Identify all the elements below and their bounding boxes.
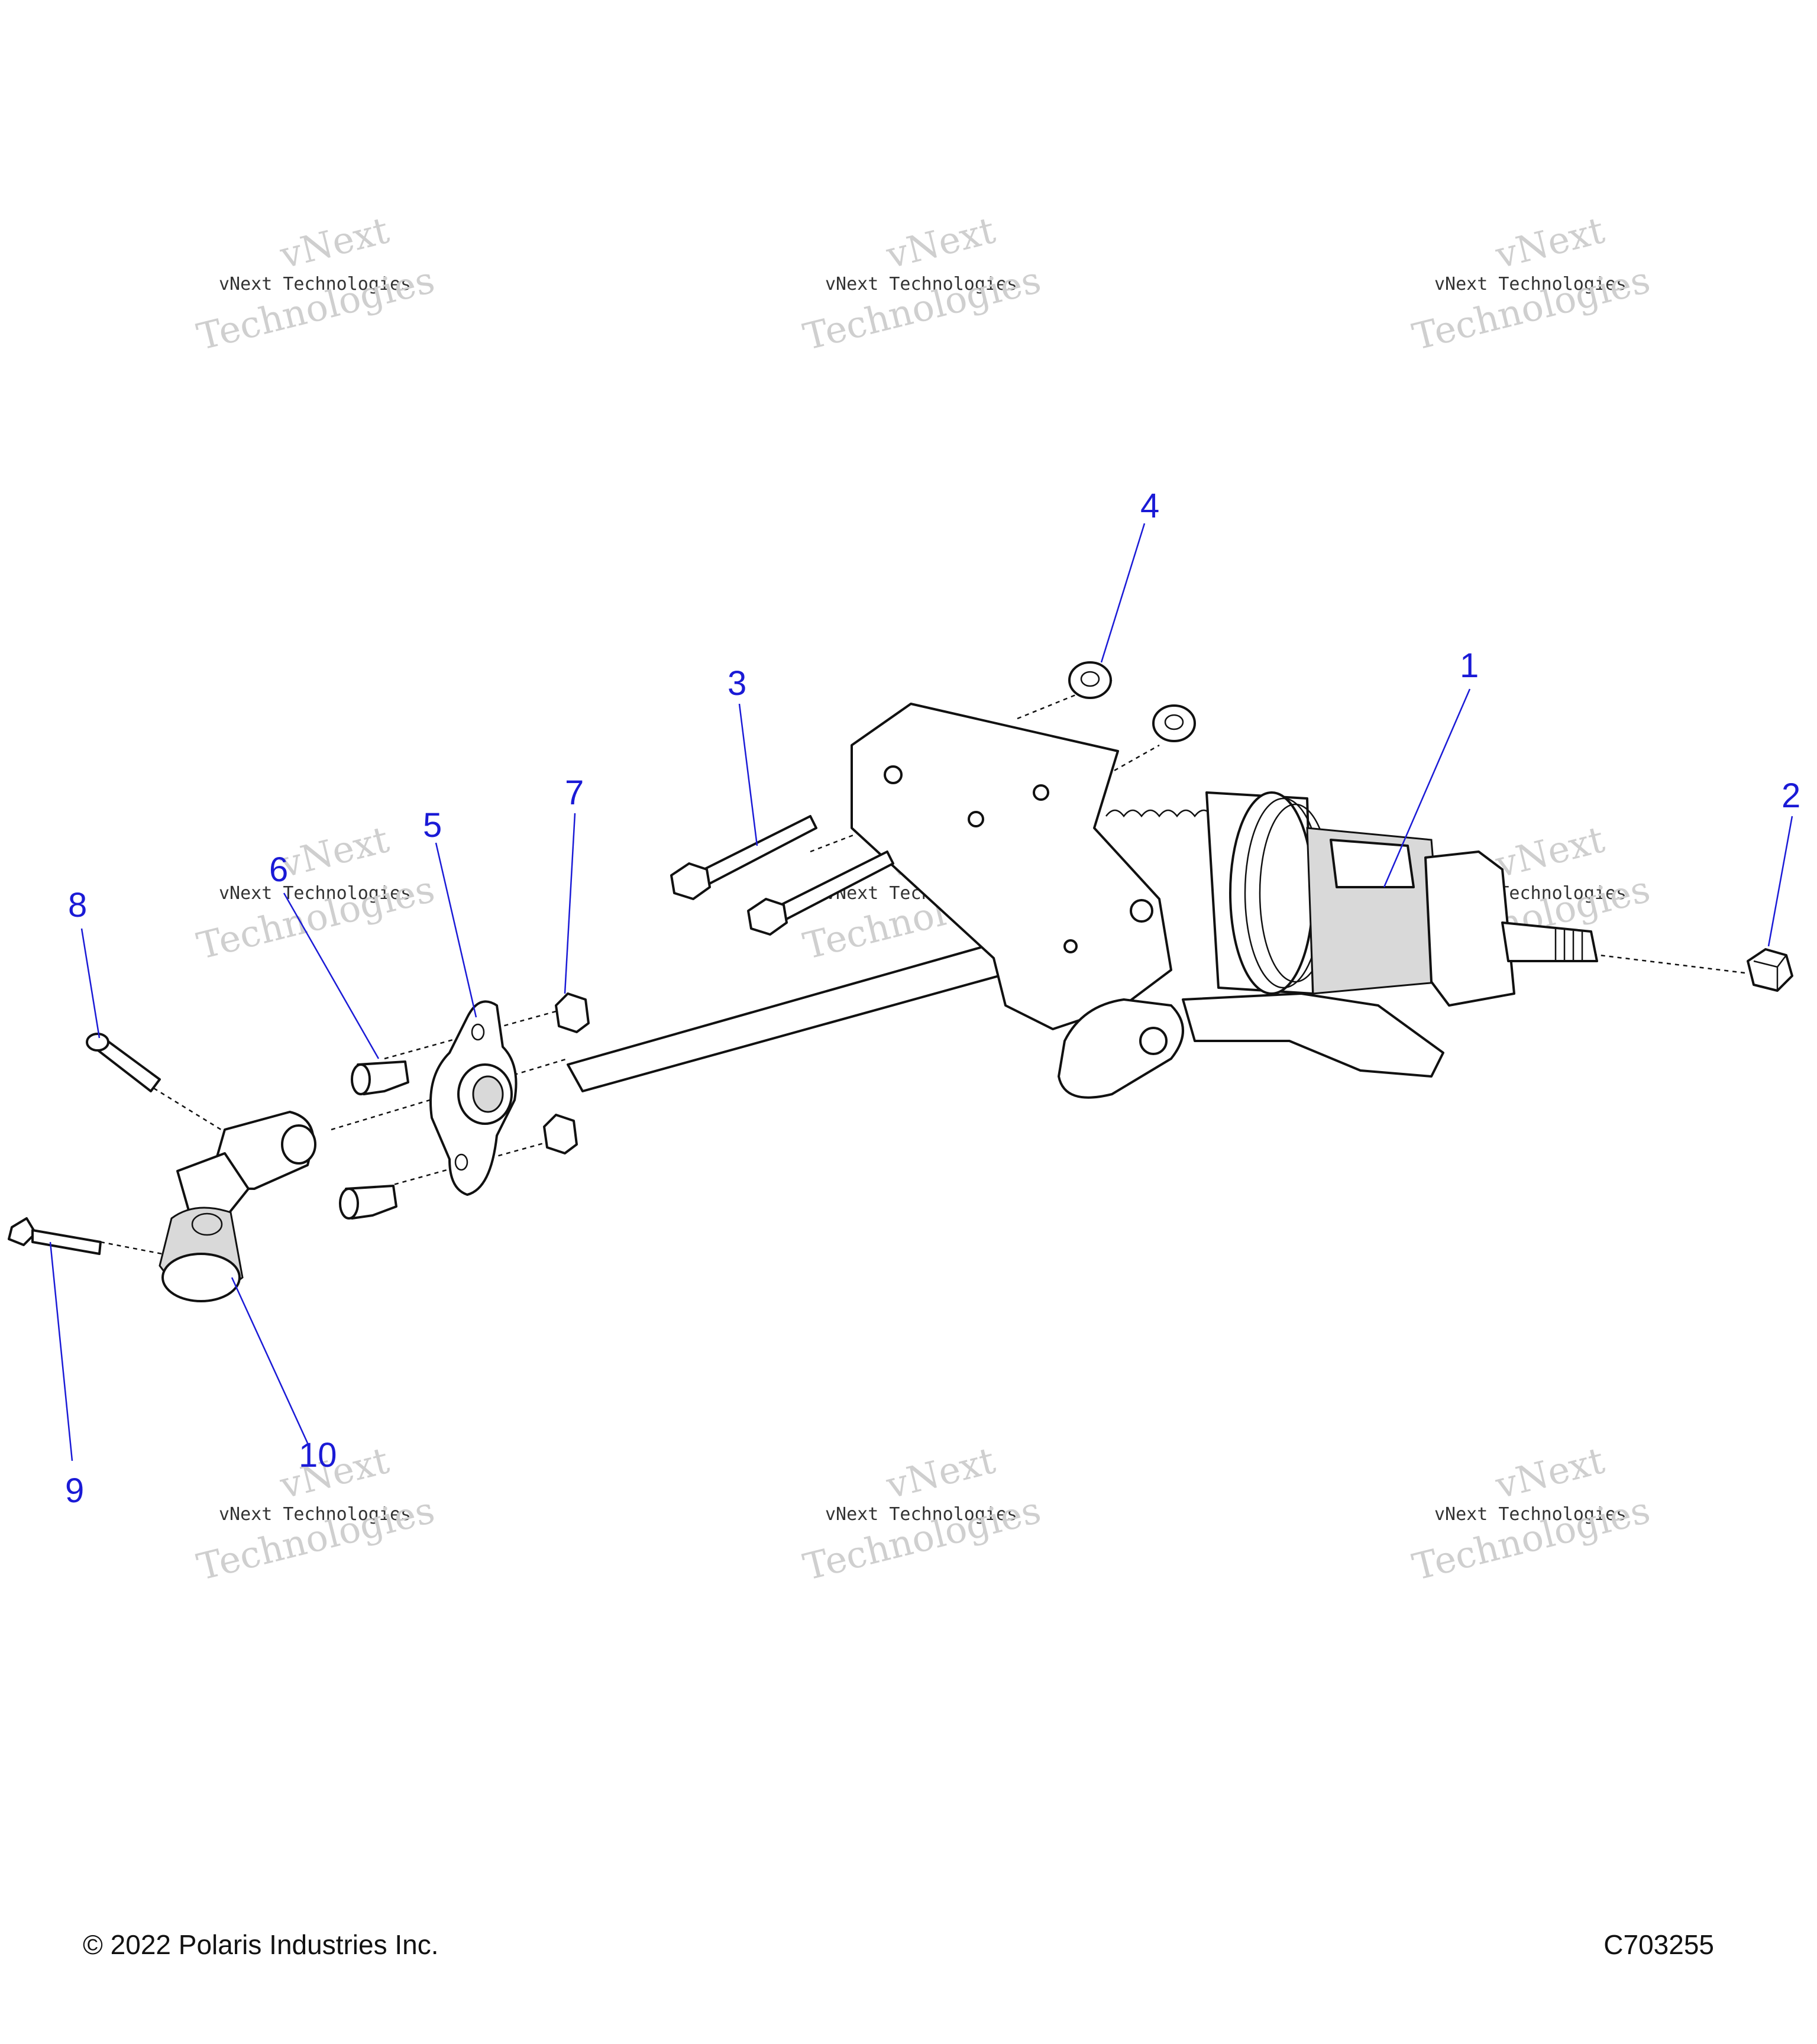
svg-text:vNext Technologies: vNext Technologies <box>1434 274 1627 295</box>
callout-8: 8 <box>68 886 87 924</box>
bracket-hole <box>1063 939 1078 953</box>
carriage-bolt-6 <box>339 1060 409 1220</box>
watermark-line1: vNext <box>276 208 393 277</box>
callout-1: 1 <box>1460 646 1479 685</box>
steering-column-assembly <box>567 703 1598 1099</box>
svg-text:vNext: vNext <box>882 1438 1000 1507</box>
svg-text:vNext: vNext <box>276 817 393 886</box>
svg-text:Technologies: Technologies <box>1408 258 1654 358</box>
callout-4: 4 <box>1140 487 1159 525</box>
housing-ring <box>1229 791 1314 995</box>
svg-text:Technologies: Technologies <box>193 867 439 968</box>
bracket-hole <box>1130 899 1153 923</box>
watermark-line3: Technologies <box>193 258 439 358</box>
svg-text:vNext: vNext <box>1491 208 1609 277</box>
svg-text:Technologies: Technologies <box>1408 1488 1654 1589</box>
callout-6: 6 <box>269 850 288 889</box>
gear-cover <box>1424 850 1515 1007</box>
svg-text:vNext Technologies: vNext Technologies <box>219 1504 411 1525</box>
svg-text:Technologies: Technologies <box>193 1488 439 1589</box>
svg-text:vNext Technologies: vNext Technologies <box>1434 1504 1627 1525</box>
svg-text:vNext Technologies: vNext Technologies <box>219 883 411 904</box>
flange-nut-7 <box>543 992 590 1154</box>
flange-bearing-5 <box>429 1000 518 1196</box>
illustration-code: C703255 <box>1603 1929 1714 1960</box>
tilt-lever <box>1182 992 1444 1078</box>
nut-2 <box>1747 948 1793 992</box>
callout-2: 2 <box>1782 777 1800 815</box>
column-shaft <box>567 939 1021 1092</box>
svg-text:Technologies: Technologies <box>799 1488 1045 1589</box>
bracket-hole <box>884 765 903 784</box>
universal-joint-10 <box>159 1111 316 1302</box>
watermark-3: vNext vNext Technologies Technologies <box>1408 208 1654 358</box>
callout-9: 9 <box>65 1471 84 1510</box>
tension-spring <box>1105 809 1213 818</box>
svg-text:vNext: vNext <box>882 208 1000 277</box>
bracket-hole <box>968 811 984 827</box>
bolt-3 <box>670 815 894 936</box>
watermark-9: vNext vNext Technologies Technologies <box>1408 1438 1654 1589</box>
mounting-bracket <box>851 703 1172 1030</box>
watermark-4: vNext vNext Technologies Technologies <box>193 817 439 968</box>
callout-3: 3 <box>728 664 746 703</box>
pinch-bolt-8 <box>86 1033 161 1092</box>
svg-text:vNext Technologies: vNext Technologies <box>825 274 1017 295</box>
svg-text:vNext: vNext <box>1491 1438 1609 1507</box>
bolt-9 <box>8 1217 102 1255</box>
callout-5: 5 <box>423 806 442 845</box>
copyright-notice: © 2022 Polaris Industries Inc. <box>83 1929 439 1960</box>
callout-10: 10 <box>299 1436 337 1474</box>
svg-text:Technologies: Technologies <box>799 258 1045 358</box>
watermark-line2: vNext Technologies <box>219 274 411 295</box>
column-loop-bracket <box>1058 998 1184 1099</box>
bracket-hole <box>1033 784 1049 801</box>
watermark-8: vNext vNext Technologies Technologies <box>799 1438 1045 1589</box>
callout-leaders <box>49 523 1793 1461</box>
svg-text:vNext: vNext <box>1491 817 1609 886</box>
svg-text:vNext Technologies: vNext Technologies <box>825 1504 1017 1525</box>
callout-7: 7 <box>565 774 584 812</box>
watermark-2: vNext vNext Technologies Technologies <box>799 208 1045 358</box>
washer-4 <box>1068 661 1196 742</box>
watermark-1: vNext vNext Technologies Technologies <box>193 208 439 358</box>
callout-numbers: 1 2 3 4 5 6 7 8 9 10 <box>65 487 1800 1510</box>
